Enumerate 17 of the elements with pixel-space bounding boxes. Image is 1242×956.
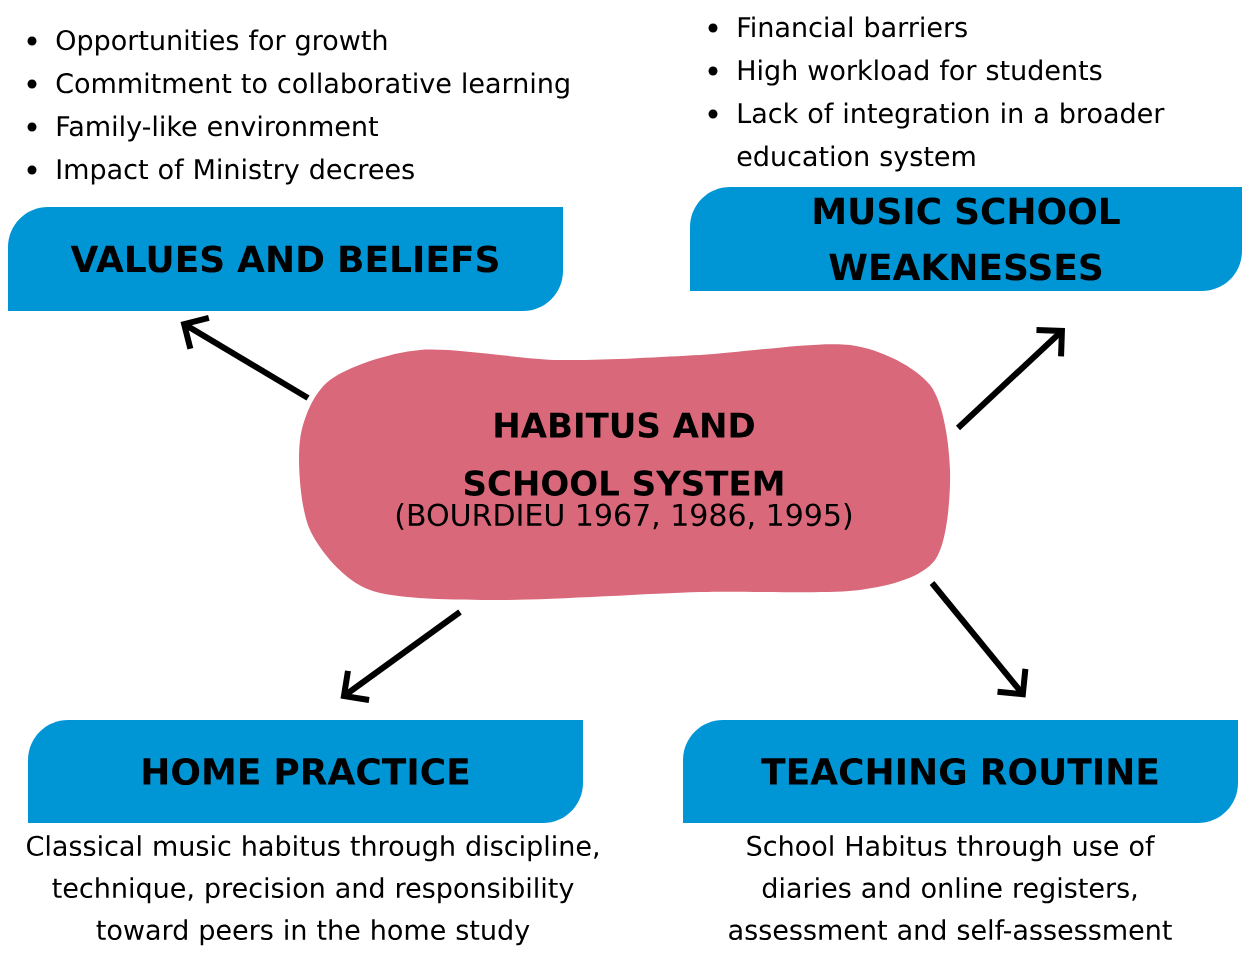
bullet-item: Financial barriers	[708, 16, 967, 38]
bullet-item: Opportunities for growth	[27, 29, 387, 56]
arrow	[340, 609, 462, 703]
label-box: VALUES AND BELIEFS	[8, 207, 563, 311]
bullet-item: Lack of integration in a broader education system	[708, 102, 1165, 172]
arrow	[955, 327, 1065, 431]
arrow	[180, 315, 310, 401]
arrow	[929, 581, 1029, 698]
label-box: TEACHING ROUTINE	[683, 720, 1238, 823]
description-text: Classical music habitus through discipline, technique, precision and responsibility toward peers in the home study	[27, 835, 598, 946]
bullet-item: Family-like environment	[27, 115, 378, 142]
label-box: HOME PRACTICE	[28, 720, 583, 823]
bullet-item: High workload for students	[708, 59, 1102, 86]
description-text: School Habitus through use of diaries and online registers, assessment and self-assessment	[729, 835, 1172, 941]
bullet-item: Impact of Ministry decrees	[27, 158, 414, 185]
label-box: MUSIC SCHOOL WEAKNESSES	[690, 187, 1242, 291]
bullet-item: Commitment to collaborative learning	[27, 72, 569, 99]
